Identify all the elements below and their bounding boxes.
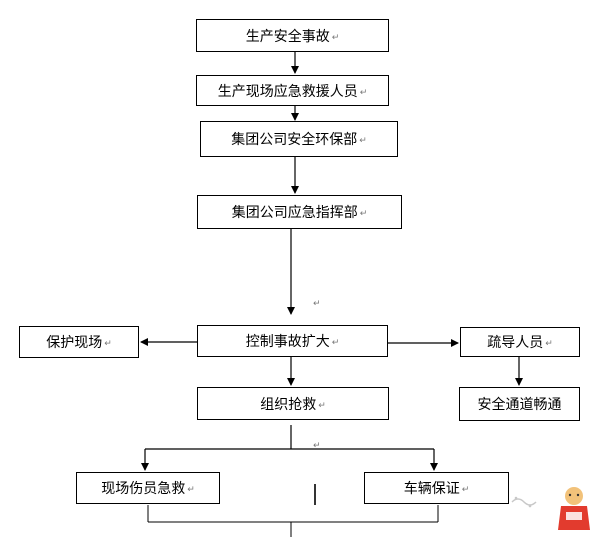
- return-mark: ↵: [187, 485, 195, 495]
- stray-return-mark: ↵: [313, 299, 321, 309]
- node-first-aid: 现场伤员急救↵: [76, 472, 220, 504]
- node-control-label: 控制事故扩大: [245, 334, 330, 350]
- node-accident-label: 生产安全事故: [245, 28, 330, 45]
- return-mark: ↵: [461, 485, 470, 495]
- return-mark: ↵: [359, 87, 368, 98]
- node-evacuate: 疏导人员↵: [460, 327, 580, 357]
- node-rescue-staff-label: 生产现场应急救援人员: [217, 83, 358, 100]
- node-vehicle-label: 车辆保证: [403, 481, 460, 497]
- node-accident: 生产安全事故↵: [196, 19, 389, 52]
- watermark-logo: [511, 487, 590, 530]
- node-env-dept: 集团公司安全环保部↵: [200, 121, 398, 157]
- node-control: 控制事故扩大↵: [197, 325, 388, 357]
- node-organize-label: 组织抢救: [260, 396, 317, 413]
- node-first-aid-label: 现场伤员急救: [101, 481, 186, 497]
- stray-return-mark: ↵: [313, 441, 321, 451]
- node-env-dept-label: 集团公司安全环保部: [231, 132, 358, 148]
- node-channel: 安全通道畅通: [459, 387, 580, 421]
- node-command-dept-label: 集团公司应急指挥部: [231, 205, 358, 221]
- node-vehicle: 车辆保证↵: [364, 472, 509, 504]
- return-mark: ↵: [359, 136, 367, 146]
- return-mark: ↵: [318, 400, 326, 411]
- node-command-dept: 集团公司应急指挥部↵: [197, 195, 402, 229]
- node-organize: 组织抢救↵: [197, 387, 389, 420]
- return-mark: ↵: [359, 209, 368, 219]
- return-mark: ↵: [104, 339, 112, 349]
- node-protect: 保护现场↵: [19, 326, 139, 358]
- node-channel-label: 安全通道畅通: [477, 397, 562, 413]
- node-rescue-staff: 生产现场应急救援人员↵: [196, 75, 389, 106]
- return-mark: ↵: [331, 32, 340, 43]
- return-mark: ↵: [545, 339, 553, 349]
- return-mark: ↵: [331, 338, 340, 348]
- node-evacuate-label: 疏导人员: [487, 335, 544, 351]
- node-protect-label: 保护现场: [46, 335, 103, 351]
